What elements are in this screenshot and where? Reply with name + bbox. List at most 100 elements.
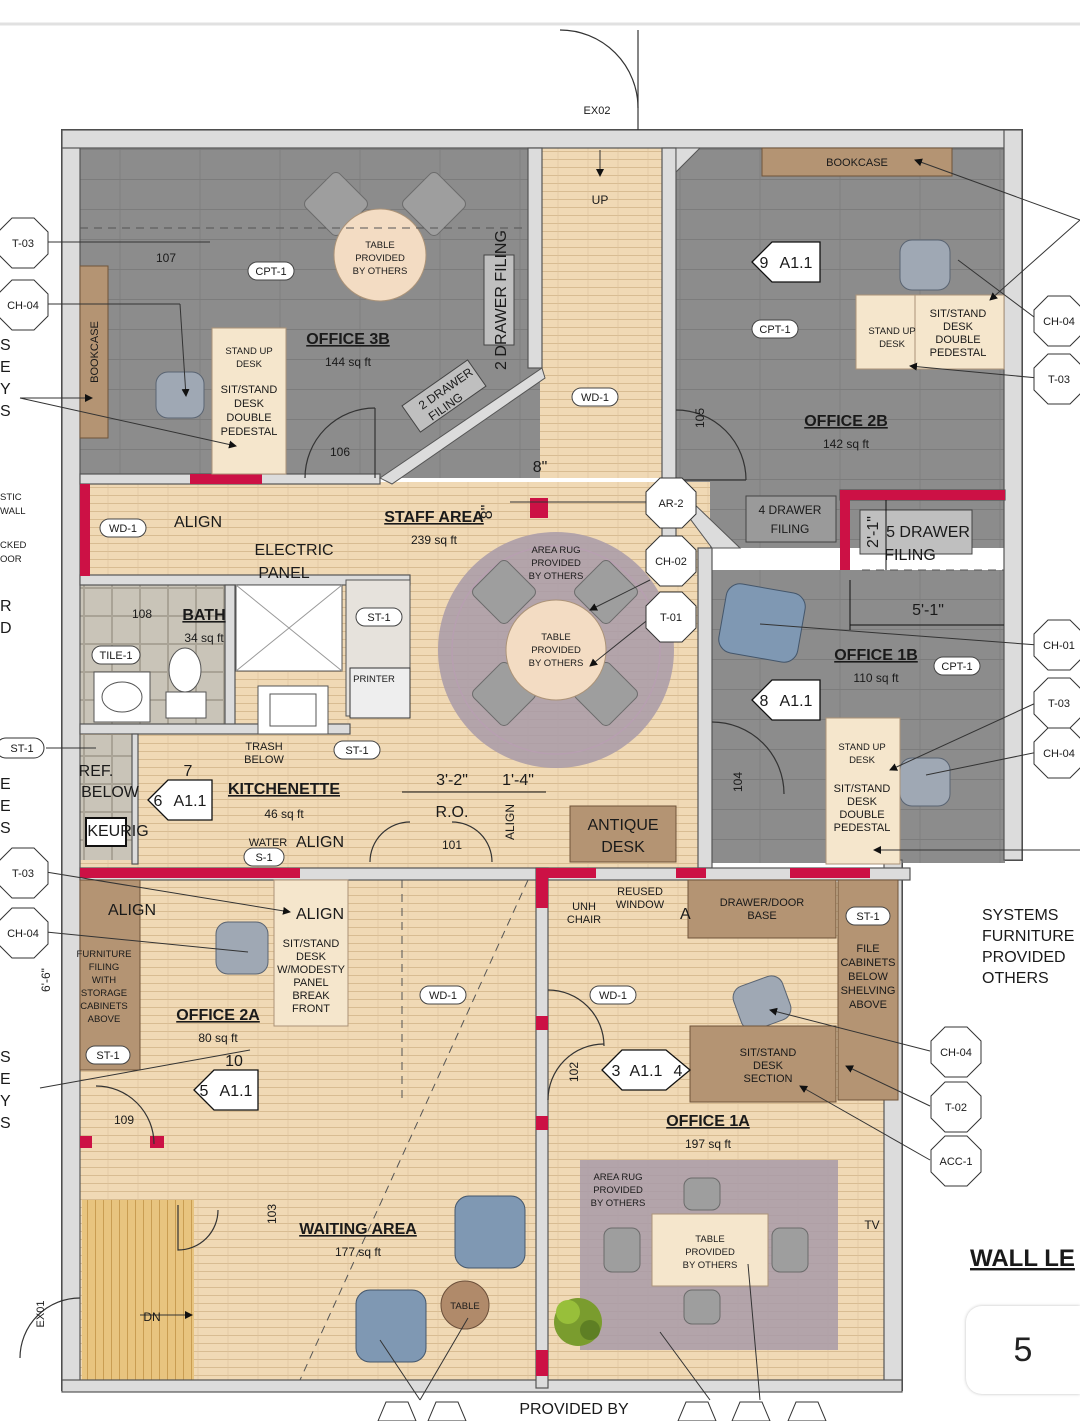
tag-wd1-corr: WD-1 — [581, 392, 609, 404]
filing-5drawer-l1: 5 DRAWER — [886, 524, 970, 541]
desk-1b-l7: PEDESTAL — [834, 822, 891, 834]
tag-st1-2a: ST-1 — [96, 1050, 119, 1062]
note-systems-l3: PROVIDED — [982, 949, 1066, 966]
filing-5drawer — [859, 509, 973, 555]
overhead-lines — [80, 227, 1004, 1381]
callout-c3: T-01 — [660, 612, 682, 624]
rug-staff-l3: BY OTHERS — [529, 571, 584, 582]
filing-5drawer-l2: FILING — [884, 547, 936, 564]
page-number: 5 — [1013, 1330, 1033, 1369]
frag-13: 6'-6" — [39, 968, 53, 992]
section-marker-text: 9 A1.1 8 A1.1 6 A1.1 7 5 A1.1 10 3 A1.1 … — [154, 255, 813, 1100]
tag-tile1: TILE-1 — [99, 650, 132, 662]
furniture-labels: BOOKCASE BOOKCASE TABLE PROVIDED BY OTHE… — [77, 157, 987, 1312]
frag-16: Y — [0, 1093, 11, 1110]
note-systems-l4: OTHERS — [982, 970, 1049, 987]
note-align-staff: ALIGN — [174, 514, 222, 531]
rug-1a-l3: BY OTHERS — [591, 1198, 646, 1209]
note-unh-l2: CHAIR — [567, 914, 601, 926]
desk-1b-l1: STAND UP — [838, 742, 885, 753]
table-1a-l2: PROVIDED — [685, 1247, 735, 1258]
note-unh-l1: UNH — [572, 901, 596, 913]
room-name-office-2b: OFFICE 2B — [804, 413, 888, 430]
note-align-vert: ALIGN — [503, 804, 517, 840]
frag-0: S — [0, 337, 11, 354]
room-name-office-2a: OFFICE 2A — [176, 1007, 260, 1024]
desk-2a-l1: SIT/STAND — [283, 938, 340, 950]
drawer-base — [687, 879, 837, 939]
desk-2b-b-l2: DESK — [943, 321, 974, 333]
note-ro: R.O. — [436, 804, 469, 821]
marker-3b-sheet: A1.1 — [780, 255, 813, 272]
filing-2drawer-b — [401, 359, 487, 433]
printer-label: PRINTER — [353, 674, 395, 685]
stair-up: UP — [592, 193, 609, 207]
storage-2a — [79, 879, 141, 1071]
bookcase-3b-label: BOOKCASE — [89, 321, 101, 383]
desk-1a-l3: SECTION — [744, 1073, 793, 1085]
dim-1-4: 1'-4" — [502, 772, 534, 789]
desk-1a-l1: SIT/STAND — [740, 1047, 797, 1059]
door-109: 109 — [114, 1113, 134, 1127]
storage-2a-l3: WITH — [92, 975, 116, 986]
callout-r3: CH-01 — [1043, 640, 1075, 652]
callout-r6: CH-04 — [940, 1047, 972, 1059]
dim-8-b: 8" — [479, 505, 496, 520]
callout-r7: T-02 — [945, 1102, 967, 1114]
callout-l1: T-03 — [12, 238, 34, 250]
antique-desk-l2: DESK — [601, 839, 645, 856]
note-keurig: KEURIG — [87, 823, 148, 840]
door-101: 101 — [442, 838, 462, 852]
file-cabinets-l4: SHELVING — [841, 985, 896, 997]
room-area-bath: 34 sq ft — [184, 631, 224, 645]
room-area-staff-area: 239 sq ft — [411, 533, 458, 547]
note-trash-l1: TRASH — [245, 741, 282, 753]
callout-l3: ST-1 — [10, 743, 33, 755]
room-name-kitchenette: KITCHENETTE — [228, 781, 340, 798]
frag-15: E — [0, 1071, 11, 1088]
desk-1a-l2: DESK — [753, 1060, 784, 1072]
file-cabinets-l3: BELOW — [848, 971, 888, 983]
desk-2a-l6: FRONT — [292, 1003, 330, 1015]
callout-l2: CH-04 — [7, 300, 39, 312]
room-name-waiting-area: WAITING AREA — [299, 1221, 417, 1238]
callout-r4: T-03 — [1048, 698, 1070, 710]
dim-2-1: 2'-1" — [865, 516, 882, 548]
exit-and-stair-labels: EX02 EX01 UP DN — [35, 105, 610, 1327]
dimension-labels: 8" 8" 2'-1" 5'-1" 3'-2" 1'-4" — [436, 459, 944, 789]
bookcase-2b-label: BOOKCASE — [826, 157, 888, 169]
note-systems-l2: FURNITURE — [982, 928, 1074, 945]
desk-2b-b-l3: DOUBLE — [935, 334, 980, 346]
marker-1a-sheet: A1.1 — [630, 1063, 663, 1080]
file-cabinets-l5: ABOVE — [849, 999, 887, 1011]
desk-1b-l2: DESK — [849, 755, 876, 766]
room-labels: OFFICE 3B 144 sq ft OFFICE 2B 142 sq ft … — [176, 331, 918, 1259]
marker-1b-num: 8 — [760, 693, 769, 710]
frag-1: E — [0, 359, 11, 376]
antique-desk-l1: ANTIQUE — [587, 817, 658, 834]
table-3b — [333, 208, 427, 302]
filing-4drawer — [745, 495, 837, 543]
wall-legend-title: WALL LE — [970, 1245, 1075, 1272]
note-ref-l1: REF. — [79, 763, 114, 780]
tag-cpt1-1b: CPT-1 — [941, 661, 972, 673]
dim-3-2: 3'-2" — [436, 772, 468, 789]
filing-2drawer-a-label: 2 DRAWER FILING — [493, 230, 510, 370]
callout-l5: CH-04 — [7, 928, 39, 940]
stair-dn: DN — [143, 1310, 160, 1324]
marker-2a-num: 5 — [200, 1083, 209, 1100]
frag-10: E — [0, 776, 11, 793]
chairs-1a — [603, 1177, 809, 1325]
room-area-office-3b: 144 sq ft — [325, 355, 372, 369]
callout-c2: CH-02 — [655, 556, 687, 568]
antique-desk — [569, 805, 677, 863]
door-106: 106 — [330, 445, 350, 459]
frag-2: Y — [0, 381, 11, 398]
dimension-lines — [402, 500, 1004, 793]
keurig-icon — [85, 817, 127, 847]
desk-2a-l5: BREAK — [292, 990, 330, 1002]
desk-2a-l3: W/MODESTY — [277, 964, 345, 976]
rug-1a-l2: PROVIDED — [593, 1185, 643, 1196]
room-area-office-2b: 142 sq ft — [823, 437, 870, 451]
